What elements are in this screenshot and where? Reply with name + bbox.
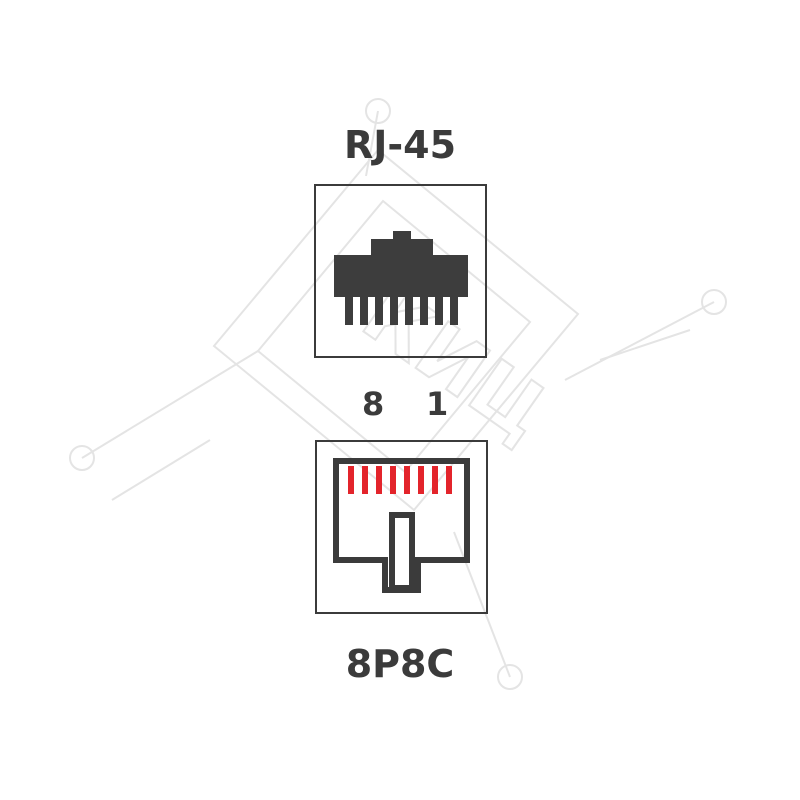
rj45-socket-icon — [334, 231, 468, 325]
contacts — [348, 466, 452, 494]
kic-logo-watermark: КИЦ — [69, 98, 727, 690]
pin-1-label: 1 — [426, 385, 449, 423]
8p8c-plug-icon — [333, 458, 470, 593]
rj45-frame — [314, 184, 487, 358]
rj45-label: RJ-45 — [343, 123, 457, 167]
pin-8-label: 8 — [362, 385, 385, 423]
8p8c-label: 8P8C — [345, 642, 455, 686]
8p8c-frame — [315, 440, 488, 614]
